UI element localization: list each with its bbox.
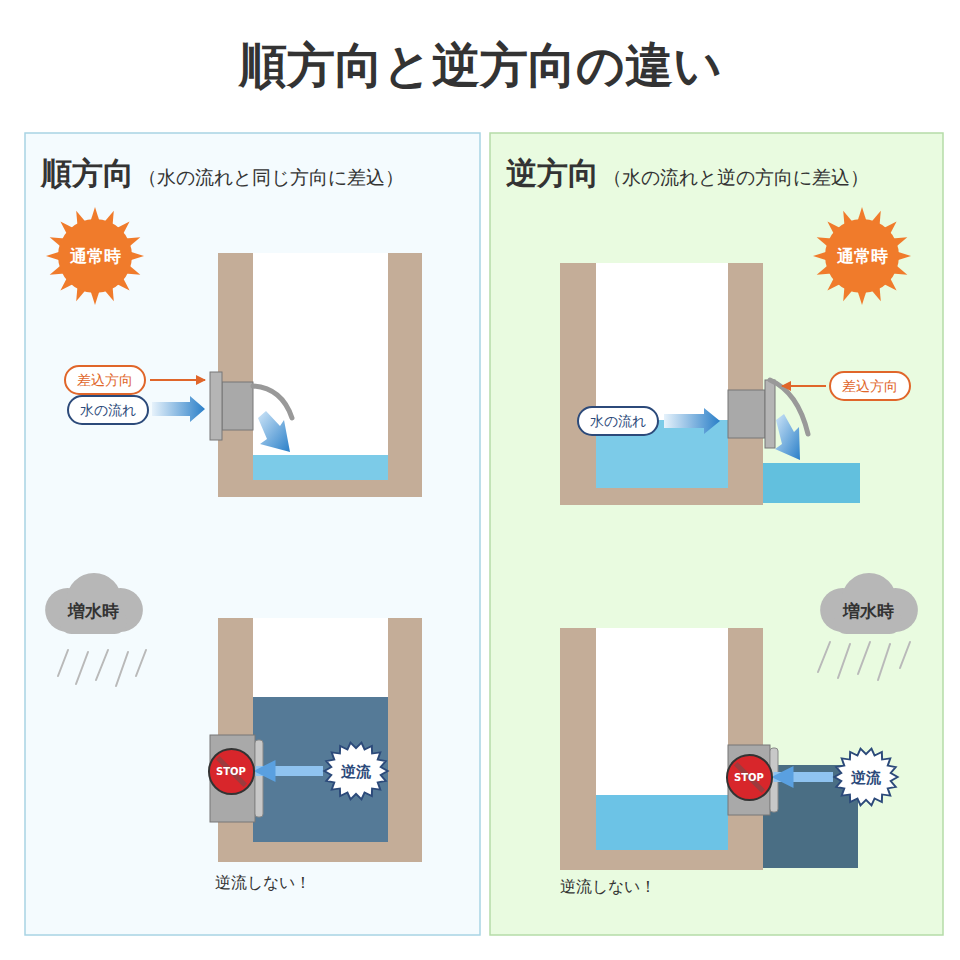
svg-line: [858, 642, 870, 674]
svg-circle: [825, 219, 899, 293]
svg-line: [96, 650, 108, 680]
node-text: STOP: [734, 772, 764, 783]
panel-subtitle: （水の流れと逆の方向に差込）: [603, 166, 869, 188]
svg-rect: [763, 463, 860, 503]
svg-polygon: [324, 743, 387, 800]
svg-rect: [222, 382, 253, 430]
node-text: 逆流: [341, 763, 371, 782]
stop-sign: STOP: [207, 747, 256, 796]
svg-rect: [253, 618, 388, 842]
svg-polygon: [664, 408, 720, 434]
svg-rect: [25, 133, 480, 935]
svg-polygon: [834, 749, 897, 806]
channel-forward-flood: [210, 618, 422, 862]
sun-badge: 通常時: [812, 206, 912, 306]
svg-rect: [596, 795, 728, 850]
label-pill: 差込方向: [64, 365, 146, 395]
panel-title: 順方向: [41, 155, 134, 191]
panel-title: 逆方向: [506, 155, 599, 191]
node-text: 逆流: [851, 769, 881, 788]
panel: 逆方向（水の流れと逆の方向に差込） 通常時差込方向水の流れ増水時 STOP 逆流: [490, 133, 943, 935]
node-text: STOP: [216, 766, 246, 777]
svg-circle: [58, 219, 132, 293]
svg-line: [116, 652, 128, 686]
svg-line: [136, 650, 146, 676]
channel-forward-normal: [150, 253, 422, 497]
svg-rect: [210, 372, 222, 440]
panel-grounds: [25, 133, 943, 935]
note-text: 逆流しない！: [215, 873, 311, 894]
svg-line: [900, 642, 910, 668]
channel-reverse-normal: [560, 263, 860, 505]
cloud-badge: 増水時: [37, 570, 149, 640]
svg-rect: [596, 628, 728, 850]
svg-rect: [490, 133, 943, 935]
panel-subtitle: （水の流れと同じ方向に差込）: [138, 166, 404, 188]
panel-heading: 順方向（水の流れと同じ方向に差込）: [41, 153, 404, 195]
label-pill: 差込方向: [829, 371, 911, 401]
node-text: 差込方向: [77, 372, 133, 388]
svg-line: [76, 652, 88, 684]
svg-line: [150, 379, 205, 381]
label-pill: 水の流れ: [67, 395, 149, 425]
node-text: 増水時: [843, 600, 894, 623]
flow-arrow: [774, 772, 834, 782]
sun-badge: 通常時: [45, 206, 145, 306]
svg-line: [58, 650, 68, 676]
svg-circle: [726, 754, 771, 799]
svg-rect: [253, 253, 388, 480]
svg-polygon: [152, 396, 205, 422]
node-text: 増水時: [68, 600, 119, 623]
panel-heading: 逆方向（水の流れと逆の方向に差込）: [506, 153, 869, 195]
svg-line: [782, 385, 826, 387]
flow-arrow: [256, 766, 324, 776]
cloud-badge: 増水時: [812, 570, 924, 640]
node-text: 通常時: [70, 245, 121, 268]
node-text: 水の流れ: [590, 413, 646, 429]
svg-rect: [253, 697, 388, 842]
svg-rect: [765, 380, 775, 448]
node-text: 通常時: [837, 245, 888, 268]
svg-circle: [208, 748, 253, 793]
panel: 順方向（水の流れと同じ方向に差込） 通常時差込方向水の流れ増水時 STOP 逆流: [25, 133, 480, 935]
svg-polygon: [775, 414, 800, 460]
svg-line: [878, 644, 890, 680]
burst-badge: 逆流: [833, 747, 899, 807]
node-text: 水の流れ: [80, 402, 136, 418]
svg-rect: [218, 253, 422, 497]
node-text: 差込方向: [842, 378, 898, 394]
note-text: 逆流しない！: [560, 877, 656, 898]
stop-sign: STOP: [725, 753, 774, 802]
svg-path: [253, 386, 292, 418]
rain-lines: [58, 642, 910, 686]
burst-badge: 逆流: [323, 741, 389, 801]
svg-rect: [728, 390, 765, 438]
svg-rect: [253, 455, 388, 480]
channel-reverse-flood: [560, 628, 858, 870]
svg-rect: [596, 263, 728, 488]
svg-rect: [560, 263, 763, 505]
svg-rect: [255, 740, 263, 817]
diagram-title: 順方向と逆方向の違い: [0, 34, 960, 98]
svg-line: [818, 642, 830, 672]
svg-line: [838, 644, 850, 678]
label-pill: 水の流れ: [577, 406, 659, 436]
svg-polygon: [258, 411, 290, 452]
